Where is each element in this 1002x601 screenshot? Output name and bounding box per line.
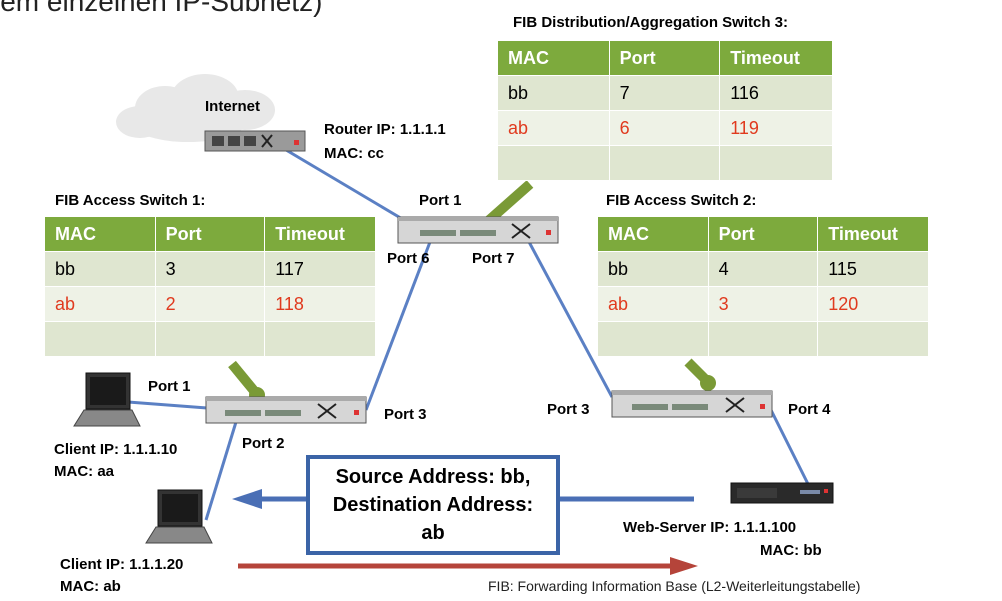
fib-acc1-title: FIB Access Switch 1:: [55, 192, 206, 209]
client1-mac-label: MAC: aa: [54, 463, 115, 480]
destination-address-line: Destination Address:: [332, 494, 534, 516]
cell-mac: ab: [597, 286, 709, 322]
table-row: [597, 321, 929, 357]
cell-port: 2: [154, 286, 266, 322]
cell-port: 3: [707, 286, 819, 322]
fib-acc2-table: MAC Port Timeout bb 4 115 ab 3 120: [597, 216, 929, 357]
link-router-dist: [275, 142, 405, 222]
web-server-icon: [730, 482, 834, 504]
cell-timeout: 116: [719, 75, 833, 111]
table-row: bb 3 117: [44, 251, 376, 287]
cell-port: 4: [707, 251, 819, 287]
client1-ip-label: Client IP: 1.1.1.10: [54, 441, 178, 458]
client2-mac-label: MAC: ab: [60, 578, 121, 595]
cell-mac: bb: [597, 251, 709, 287]
internet-label: Internet: [205, 98, 261, 115]
cell-mac: ab: [497, 110, 610, 146]
link-dist-acc2: [526, 239, 614, 398]
cell-timeout: [264, 321, 376, 357]
header-port: Port: [707, 216, 819, 252]
webserver-mac-label: MAC: bb: [760, 542, 822, 559]
fib-acc1-table: MAC Port Timeout bb 3 117 ab 2 118: [44, 216, 376, 357]
table-header-row: MAC Port Timeout: [44, 216, 376, 252]
acc2-port3-label: Port 3: [547, 401, 590, 418]
table-row: ab 3 120: [597, 286, 929, 322]
cell-timeout: [719, 145, 833, 181]
acc1-port1-label: Port 1: [148, 378, 191, 395]
fib-dist-table: MAC Port Timeout bb 7 116 ab 6 119: [497, 40, 833, 181]
table-header-row: MAC Port Timeout: [497, 40, 833, 76]
table-row: [497, 145, 833, 181]
cell-timeout: [817, 321, 929, 357]
header-timeout: Timeout: [264, 216, 376, 252]
cell-port: 6: [608, 110, 721, 146]
access-switch-2-icon: [611, 390, 773, 418]
link-acc1-client2: [204, 421, 238, 521]
header-port: Port: [608, 40, 721, 76]
header-port: Port: [154, 216, 266, 252]
cell-port: 7: [608, 75, 721, 111]
link-acc1-client1: [127, 400, 208, 410]
cell-timeout: 119: [719, 110, 833, 146]
distribution-switch-icon: [397, 216, 559, 244]
header-mac: MAC: [597, 216, 709, 252]
source-address-line: Source Address: bb,: [335, 466, 531, 488]
slide-title: lem einzelnen IP-Subnetz): [0, 0, 323, 17]
router-icon: [204, 130, 306, 152]
fib-dist-title: FIB Distribution/Aggregation Switch 3:: [513, 14, 788, 31]
client-1-laptop-icon: [73, 372, 141, 427]
cell-timeout: 120: [817, 286, 929, 322]
fib-pointer-acc1: [228, 360, 259, 396]
cell-port: [707, 321, 819, 357]
destination-address-value: ab: [421, 522, 445, 544]
table-row: ab 2 118: [44, 286, 376, 322]
cell-port: [154, 321, 266, 357]
acc1-port2-label: Port 2: [242, 435, 285, 452]
link-acc2-server: [768, 407, 810, 485]
webserver-ip-label: Web-Server IP: 1.1.1.100: [623, 519, 797, 536]
table-row: bb 7 116: [497, 75, 833, 111]
frame-path-arrow-red: [238, 557, 698, 575]
header-mac: MAC: [497, 40, 610, 76]
cell-mac: [44, 321, 156, 357]
cell-mac: [597, 321, 709, 357]
table-row: bb 4 115: [597, 251, 929, 287]
dist-port7-label: Port 7: [472, 250, 515, 267]
cell-port: [608, 145, 721, 181]
cell-timeout: 117: [264, 251, 376, 287]
header-timeout: Timeout: [719, 40, 833, 76]
router-ip-label: Router IP: 1.1.1.1: [324, 121, 446, 138]
footnote: FIB: Forwarding Information Base (L2-Wei…: [488, 578, 861, 594]
dist-port1-label: Port 1: [419, 192, 462, 209]
access-switch-1-icon: [205, 396, 367, 424]
header-timeout: Timeout: [817, 216, 929, 252]
cell-mac: bb: [44, 251, 156, 287]
cell-timeout: 115: [817, 251, 929, 287]
client-2-laptop-icon: [145, 489, 213, 544]
acc1-port3-label: Port 3: [384, 406, 427, 423]
cell-port: 3: [154, 251, 266, 287]
table-row: ab 6 119: [497, 110, 833, 146]
header-mac: MAC: [44, 216, 156, 252]
dist-port6-label: Port 6: [387, 250, 430, 267]
table-header-row: MAC Port Timeout: [597, 216, 929, 252]
table-row: [44, 321, 376, 357]
cell-mac: ab: [44, 286, 156, 322]
fib-acc2-title: FIB Access Switch 2:: [606, 192, 757, 209]
acc2-port4-label: Port 4: [788, 401, 831, 418]
router-mac-label: MAC: cc: [324, 145, 385, 162]
cell-mac: [497, 145, 610, 181]
link-dist-acc1: [364, 241, 432, 411]
client2-ip-label: Client IP: 1.1.1.20: [60, 556, 184, 573]
frame-address-callout: Source Address: bb, Destination Address:…: [306, 455, 560, 555]
cell-timeout: 118: [264, 286, 376, 322]
cell-mac: bb: [497, 75, 610, 111]
